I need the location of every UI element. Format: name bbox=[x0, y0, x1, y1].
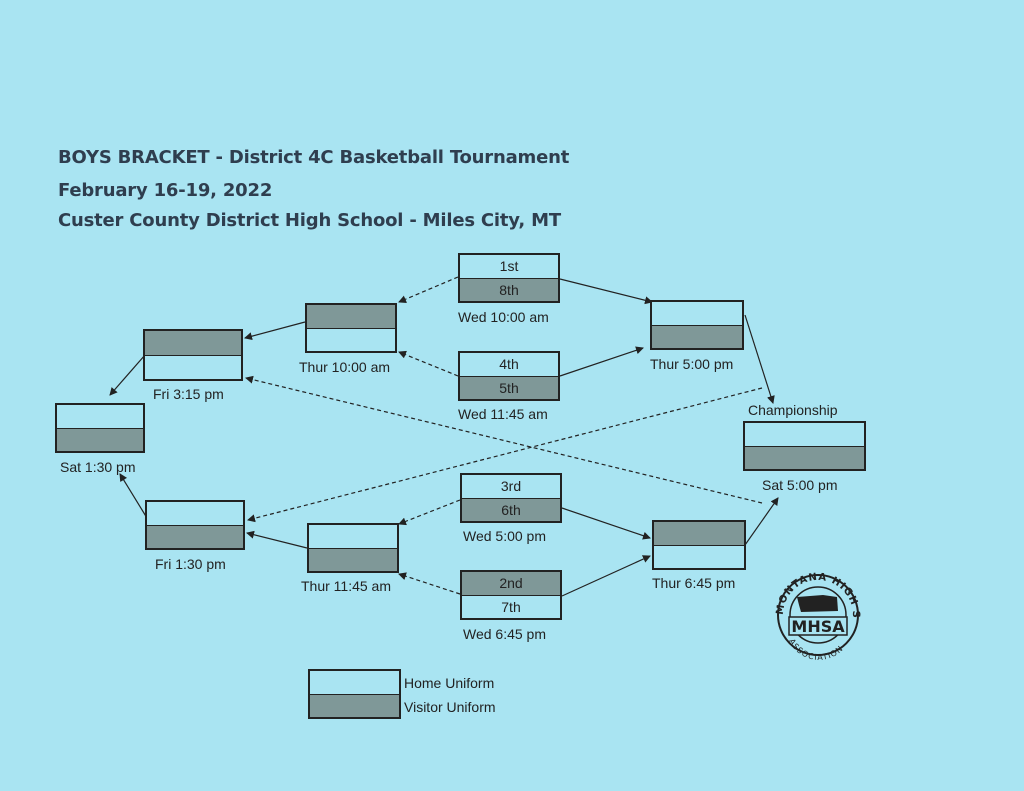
game-fri-130 bbox=[145, 500, 245, 550]
home-slot bbox=[145, 355, 241, 379]
visitor-slot bbox=[745, 446, 864, 469]
bracket-title: BOYS BRACKET - District 4C Basketball To… bbox=[58, 147, 570, 168]
visitor-slot bbox=[147, 525, 243, 548]
visitor-slot bbox=[652, 325, 742, 348]
game-time: Sat 5:00 pm bbox=[762, 477, 838, 493]
legend-swatch bbox=[308, 669, 401, 719]
home-slot bbox=[309, 525, 397, 549]
home-slot: 4th bbox=[460, 353, 558, 377]
home-slot bbox=[652, 302, 742, 326]
home-slot bbox=[57, 405, 143, 429]
visitor-slot: 5th bbox=[460, 376, 558, 399]
game-sat-130 bbox=[55, 403, 145, 453]
visitor-slot: 6th bbox=[462, 498, 560, 521]
game-thur-1145 bbox=[307, 523, 399, 573]
game-time: Wed 10:00 am bbox=[458, 309, 549, 325]
legend-home-label: Home Uniform bbox=[404, 675, 495, 691]
game-time: Fri 1:30 pm bbox=[155, 556, 226, 572]
game-time: Sat 1:30 pm bbox=[60, 459, 136, 475]
game-thur-1000 bbox=[305, 303, 397, 353]
game-championship bbox=[743, 421, 866, 471]
game-wed-1000: 1st 8th bbox=[458, 253, 560, 303]
visitor-slot bbox=[309, 548, 397, 571]
game-wed-645: 2nd 7th bbox=[460, 570, 562, 620]
game-time: Thur 10:00 am bbox=[299, 359, 391, 375]
championship-label: Championship bbox=[748, 402, 838, 418]
game-wed-1145: 4th 5th bbox=[458, 351, 560, 401]
visitor-slot bbox=[654, 522, 744, 546]
home-slot: 3rd bbox=[462, 475, 560, 499]
tournament-dates: February 16-19, 2022 bbox=[58, 180, 273, 201]
game-time: Wed 5:00 pm bbox=[463, 528, 547, 544]
game-time: Fri 3:15 pm bbox=[153, 386, 224, 402]
visitor-swatch bbox=[310, 694, 399, 717]
home-slot: 1st bbox=[460, 255, 558, 279]
home-slot: 7th bbox=[462, 595, 560, 618]
home-slot bbox=[654, 545, 744, 568]
game-time: Thur 11:45 am bbox=[301, 578, 392, 594]
game-thur-500 bbox=[650, 300, 744, 350]
game-time: Thur 6:45 pm bbox=[652, 575, 736, 591]
mhsa-logo: MONTANA HIGH SCHOOL MHSA ASSOCIATION bbox=[775, 553, 860, 662]
home-slot bbox=[745, 423, 864, 447]
legend-visitor-label: Visitor Uniform bbox=[404, 699, 496, 715]
visitor-slot bbox=[307, 305, 395, 329]
game-fri-315 bbox=[143, 329, 243, 381]
tournament-venue: Custer County District High School - Mil… bbox=[58, 210, 561, 231]
home-swatch bbox=[310, 671, 399, 695]
home-slot bbox=[307, 328, 395, 351]
visitor-slot bbox=[57, 428, 143, 451]
home-slot bbox=[147, 502, 243, 526]
game-thur-645 bbox=[652, 520, 746, 570]
game-time: Wed 6:45 pm bbox=[463, 626, 547, 642]
visitor-slot: 2nd bbox=[462, 572, 560, 596]
visitor-slot bbox=[145, 331, 241, 356]
game-time: Thur 5:00 pm bbox=[650, 356, 734, 372]
logo-center-text: MHSA bbox=[791, 617, 845, 636]
visitor-slot: 8th bbox=[460, 278, 558, 301]
game-wed-500: 3rd 6th bbox=[460, 473, 562, 523]
game-time: Wed 11:45 am bbox=[458, 406, 548, 422]
